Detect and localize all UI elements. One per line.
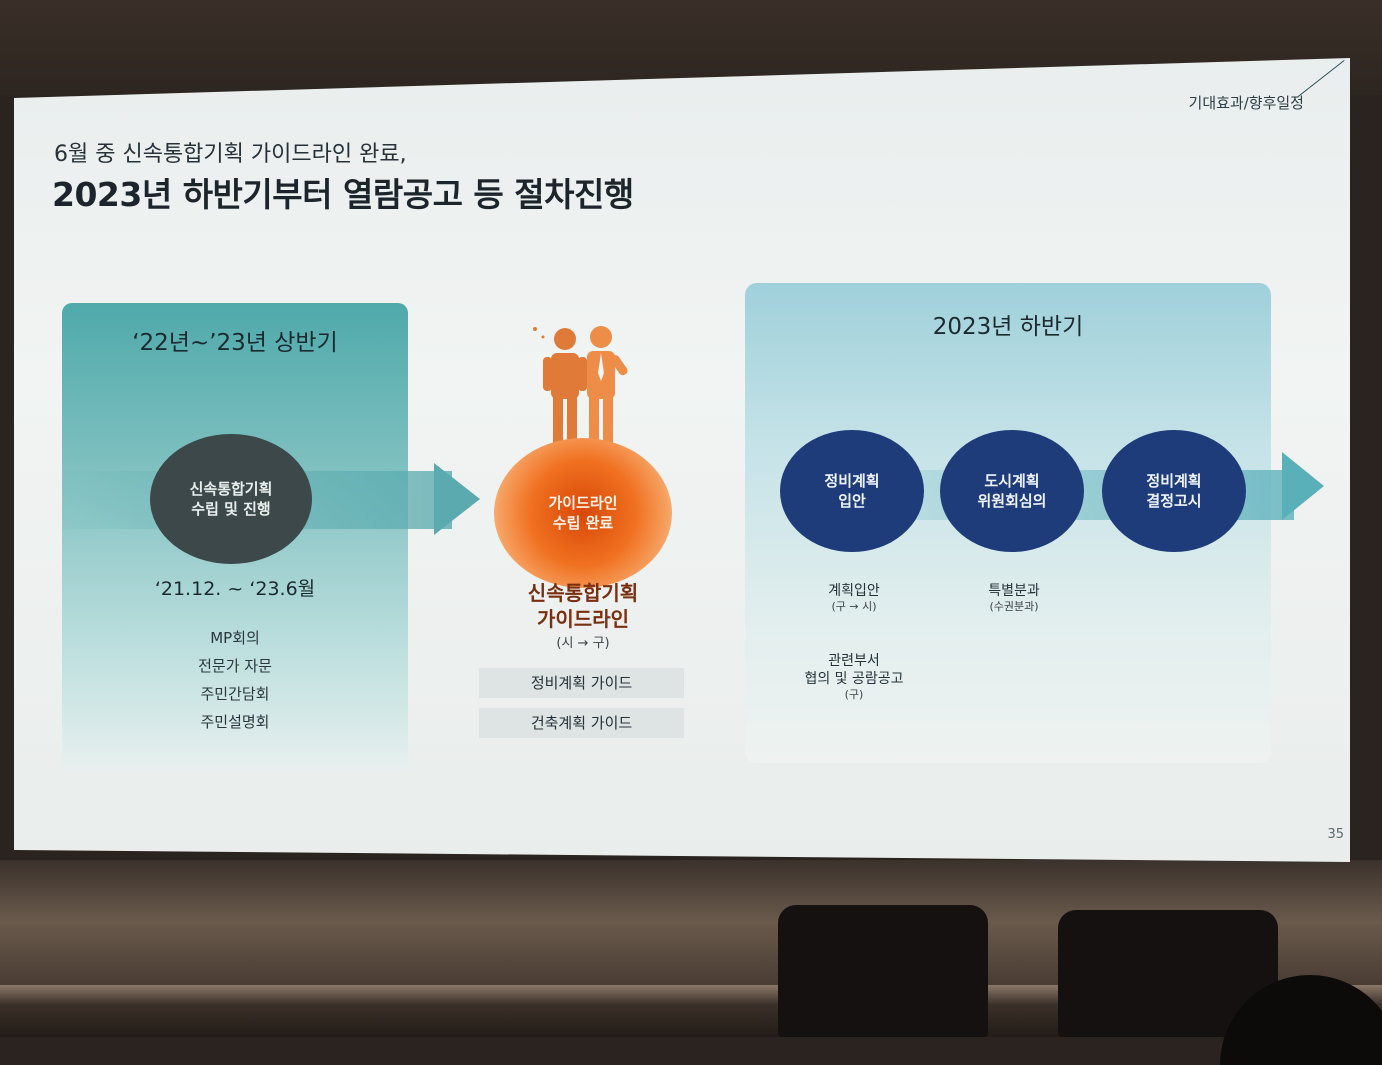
phase-period: ‘21.12. ~ ‘23.6월 — [154, 578, 316, 600]
step-circle-plan-proposal: 정비계획 입안 — [780, 430, 924, 552]
people-icon — [533, 326, 628, 453]
list-item: 주민설명회 — [200, 713, 270, 731]
guide-item: 건축계획 가이드 — [479, 708, 684, 738]
step-note-text: 계획입안 — [828, 583, 880, 599]
list-item: MP회의 — [210, 629, 260, 647]
slide-subtitle: 6월 중 신속통합기획 가이드라인 완료, — [54, 142, 407, 167]
list-item: 전문가 자문 — [198, 657, 272, 675]
step-note: 특별분과 (수권분과) — [944, 582, 1084, 614]
step-note: 관련부서 협의 및 공람공고 (구) — [774, 652, 934, 702]
guideline-direction: (시 → 구) — [556, 636, 610, 651]
step-note-sub: (구 → 시) — [831, 600, 877, 613]
step-circle-committee-review: 도시계획 위원회심의 — [940, 430, 1084, 552]
step-circle-guideline: 가이드라인 수립 완료 — [494, 438, 672, 588]
step-circle-label: 가이드라인 수립 완료 — [548, 494, 618, 532]
step-circle-label: 정비계획 결정고시 — [1146, 472, 1202, 510]
step-circle-final-notice: 정비계획 결정고시 — [1102, 430, 1246, 552]
step-circle-label: 정비계획 입안 — [824, 472, 880, 510]
page-number: 35 — [1327, 827, 1344, 842]
guideline-title: 신속통합기획 가이드라인 — [527, 581, 639, 631]
step-note: 계획입안 (구 → 시) — [784, 582, 924, 614]
activity-list: MP회의 전문가 자문 주민간담회 주민설명회 — [62, 624, 408, 736]
step-note-text: 특별분과 — [988, 583, 1040, 599]
section-label: 기대효과/향후일정 — [1188, 94, 1304, 112]
stage-edge — [0, 985, 1382, 1005]
flow-arrow-icon — [1282, 452, 1324, 520]
slide-title: 2023년 하반기부터 열람공고 등 절차진행 — [52, 175, 634, 214]
phase-title: ‘22년~’23년 상반기 — [132, 330, 338, 356]
step-note-sub: (구) — [844, 688, 864, 701]
step-circle-planning: 신속통합기획 수립 및 진행 — [150, 434, 312, 564]
flow-arrow-icon — [434, 463, 480, 535]
step-circle-label: 도시계획 위원회심의 — [977, 472, 1047, 510]
step-circle-label: 신속통합기획 수립 및 진행 — [189, 480, 273, 518]
phase-title: 2023년 하반기 — [932, 314, 1084, 340]
step-note-text: 관련부서 협의 및 공람공고 — [804, 653, 904, 687]
list-item: 주민간담회 — [200, 685, 270, 703]
step-note-sub: (수권분과) — [989, 600, 1039, 613]
stage-speaker-left — [778, 905, 988, 1037]
projected-slide: 기대효과/향후일정 6월 중 신속통합기획 가이드라인 완료, 2023년 하반… — [14, 58, 1350, 862]
guide-item: 정비계획 가이드 — [479, 668, 684, 698]
